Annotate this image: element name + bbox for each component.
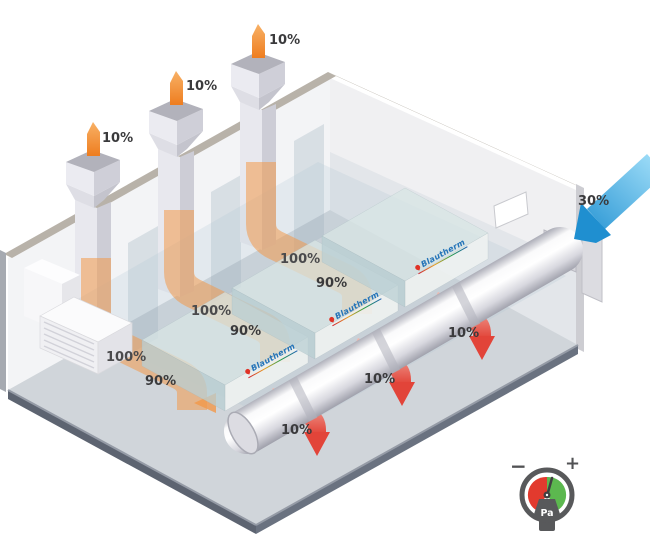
vent-arrow-head-icon [389,382,415,406]
chimney-cap-front [149,111,177,145]
floor-front-right-edge [256,345,578,534]
chimney-cap-top [66,150,120,172]
chimney-collar-side [94,182,120,208]
vent-arrow-head-icon [469,336,495,360]
intake-arrow [574,154,650,243]
chimney-collar [231,86,259,110]
floor-edge-lip-left [7,389,257,526]
chimney-1-output-label: 10% [102,131,134,146]
chimney-3-output-label: 10% [269,33,301,48]
wall-window-opening [493,191,529,229]
cabinet-top [24,259,80,284]
intake-unit-side [97,322,133,375]
duct-3-outlet-label: 90% [316,276,348,291]
gauge-red-zone [527,476,547,510]
left-wall-outer-edge [0,250,6,392]
flue-flame-icon [87,122,100,156]
right-wall-top-edge [328,72,582,188]
chimney-cap-top [231,52,285,74]
gauge-plus-sign: + [565,453,580,474]
chimney-cap-front [231,64,259,98]
chimney-cap-top [149,99,203,121]
air-pipe [224,227,583,455]
pipe-sleeve [451,282,481,328]
gauge-hub-dot [545,493,549,497]
louvered-intake-unit [39,296,133,375]
brand-flame-icon [244,368,251,375]
gauge-unit-plate [533,499,561,520]
gauge-unit-label: Pa [540,508,553,519]
air-panel [128,226,158,355]
duct-2-outlet-label: 90% [230,324,262,339]
flue-flame-icon [170,71,183,105]
duct-1-inlet-label: 100% [106,350,147,365]
chimney-collar [149,133,177,157]
air-panel [211,175,241,304]
intake-arrow-head-icon [574,203,611,243]
chimney-collar-side [259,84,285,110]
chimney-cap-front [66,162,94,196]
floor-vent-1-label: 10% [281,423,313,438]
pressure-gauge: Pa − + [510,453,580,531]
floor-front-left-edge [8,390,256,534]
interior-air-panels [128,124,324,355]
chimney-2-output-label: 10% [186,79,218,94]
intake-arrow-band [587,154,650,229]
floor-vent-3-label: 10% [448,326,480,341]
brand-flame-icon [414,264,421,271]
brand-flame-icon [328,316,335,323]
intake-unit-louvers [43,321,95,369]
wall-intake-label: 30% [578,194,610,209]
boiler-side [321,235,406,308]
boiler-unit-3 [321,187,489,308]
floor-edge-lip-right [255,344,579,526]
vent-arrow-head-icon [304,432,330,456]
boiler-side [231,287,316,360]
flue-flame-icon [252,24,265,58]
duct-3-inlet-label: 100% [280,252,321,267]
chimney-collar [66,184,94,208]
duct-1-outlet-label: 90% [145,374,177,389]
air-panel [294,124,324,253]
gauge-minus-sign: − [510,454,527,478]
boiler-side [141,339,226,412]
duct-2-inlet-label: 100% [191,304,232,319]
pipe-sleeve [371,328,401,374]
gauge-green-zone [547,476,567,510]
pipe-end-cap [227,411,259,455]
pipe-sleeve [288,376,318,422]
floor-vent-2-label: 10% [364,372,396,387]
chimney-collar-side [177,131,203,157]
